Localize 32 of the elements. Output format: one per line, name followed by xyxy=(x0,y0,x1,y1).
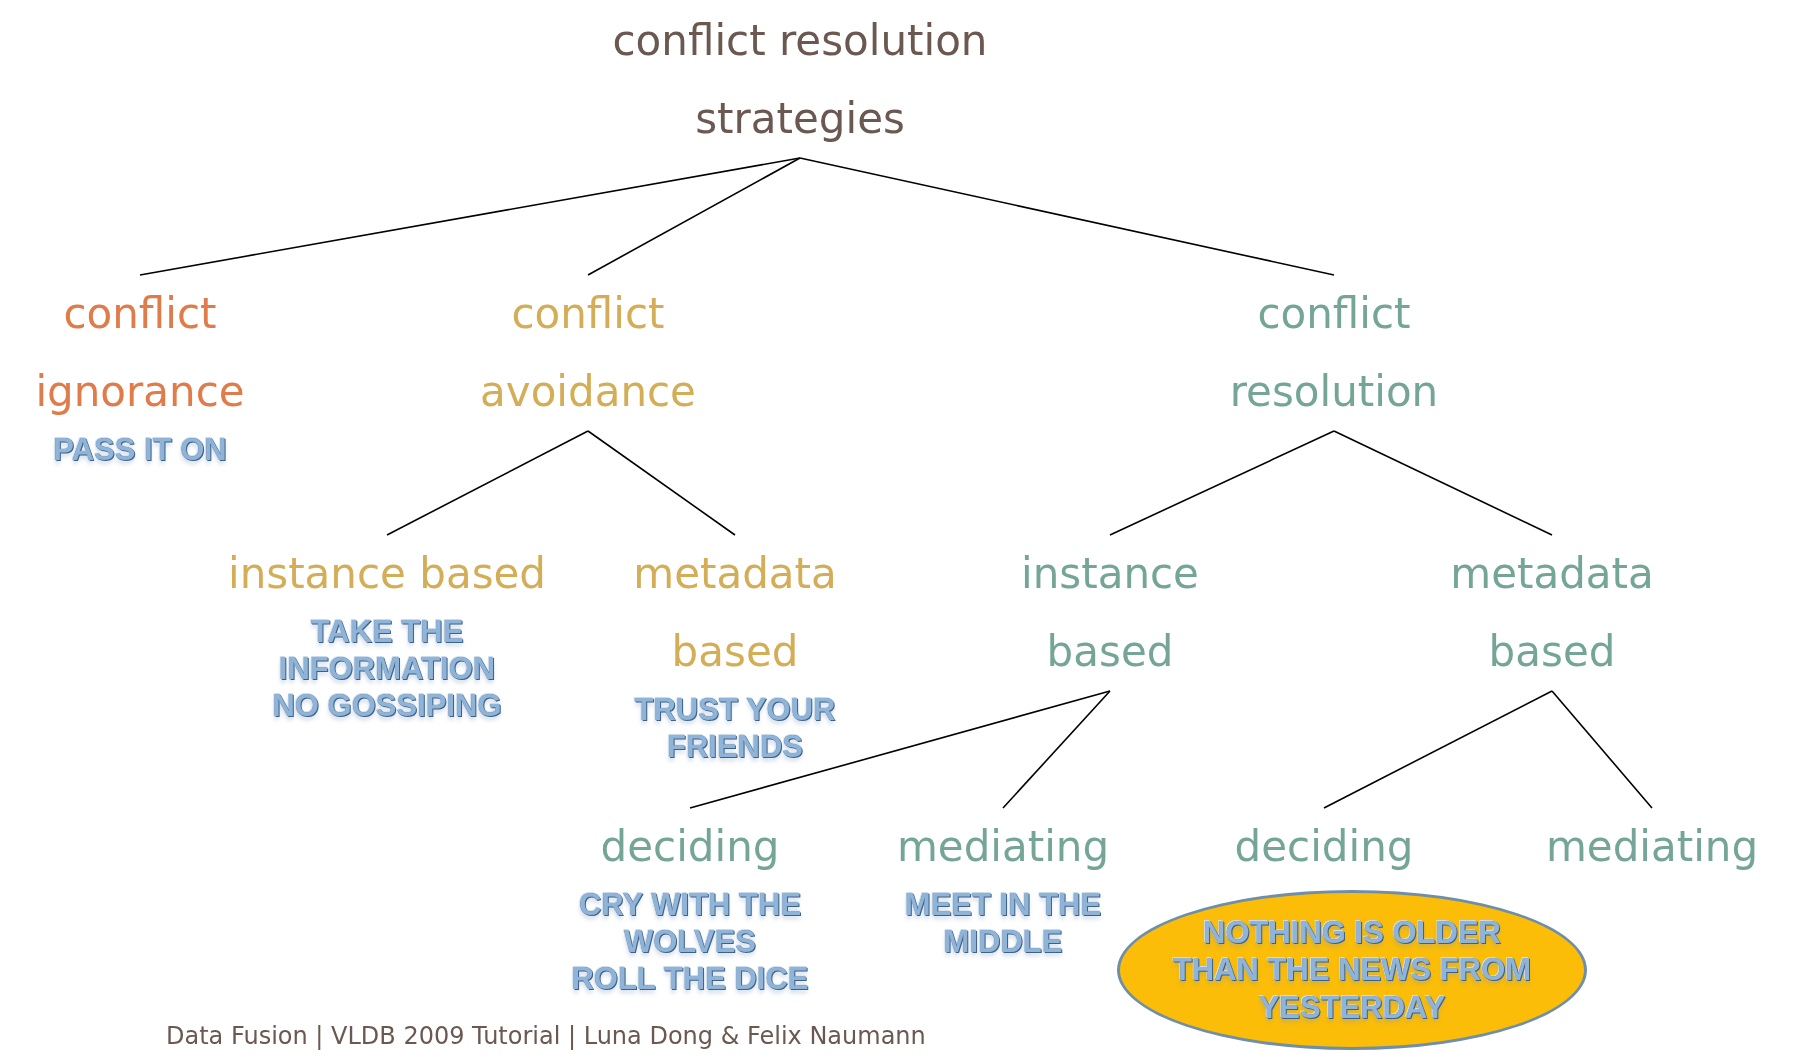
connector-line xyxy=(1002,690,1111,809)
category-label: deciding xyxy=(1234,821,1414,873)
category-label: conflict avoidance xyxy=(479,288,697,418)
category-label: metadata based xyxy=(632,548,838,678)
connector-line xyxy=(1109,430,1335,536)
footer-text: Data Fusion | VLDB 2009 Tutorial | Luna Dong & Felix Naumann xyxy=(166,1022,926,1050)
category-label: conflict resolution xyxy=(1228,288,1440,418)
category-label: conflict resolution strategies xyxy=(611,15,989,145)
slogan-text: ROLL THE DICE xyxy=(571,960,809,998)
connector-line xyxy=(1551,690,1653,809)
category-label: deciding xyxy=(600,821,780,873)
category-label: mediating xyxy=(1545,821,1759,873)
slogan-text: PASS IT ON xyxy=(53,431,227,469)
connector-line xyxy=(1333,430,1553,536)
connector-line xyxy=(386,430,589,536)
connector-line xyxy=(587,157,801,276)
category-label: metadata based xyxy=(1449,548,1655,678)
connector-line xyxy=(139,157,801,276)
slogan-text: TRUST YOUR FRIENDS xyxy=(633,691,837,766)
category-label: instance based xyxy=(227,548,547,600)
slogan-text: NO GOSSIPING xyxy=(272,687,502,725)
connector-line xyxy=(1323,690,1553,809)
connector-line xyxy=(689,690,1111,809)
category-label: instance based xyxy=(1020,548,1200,678)
category-label: mediating xyxy=(896,821,1110,873)
slogan-text: TAKE THE INFORMATION xyxy=(277,613,497,688)
slogan-text: NOTHING IS OLDER THAN THE NEWS FROM YESTERDAY xyxy=(1171,914,1533,1026)
connector-line xyxy=(799,157,1335,276)
connector-line xyxy=(587,430,736,536)
slogan-text: CRY WITH THE WOLVES xyxy=(577,886,803,961)
slogan-text: MEET IN THE MIDDLE xyxy=(903,886,1103,961)
category-label: conflict ignorance xyxy=(34,288,246,418)
